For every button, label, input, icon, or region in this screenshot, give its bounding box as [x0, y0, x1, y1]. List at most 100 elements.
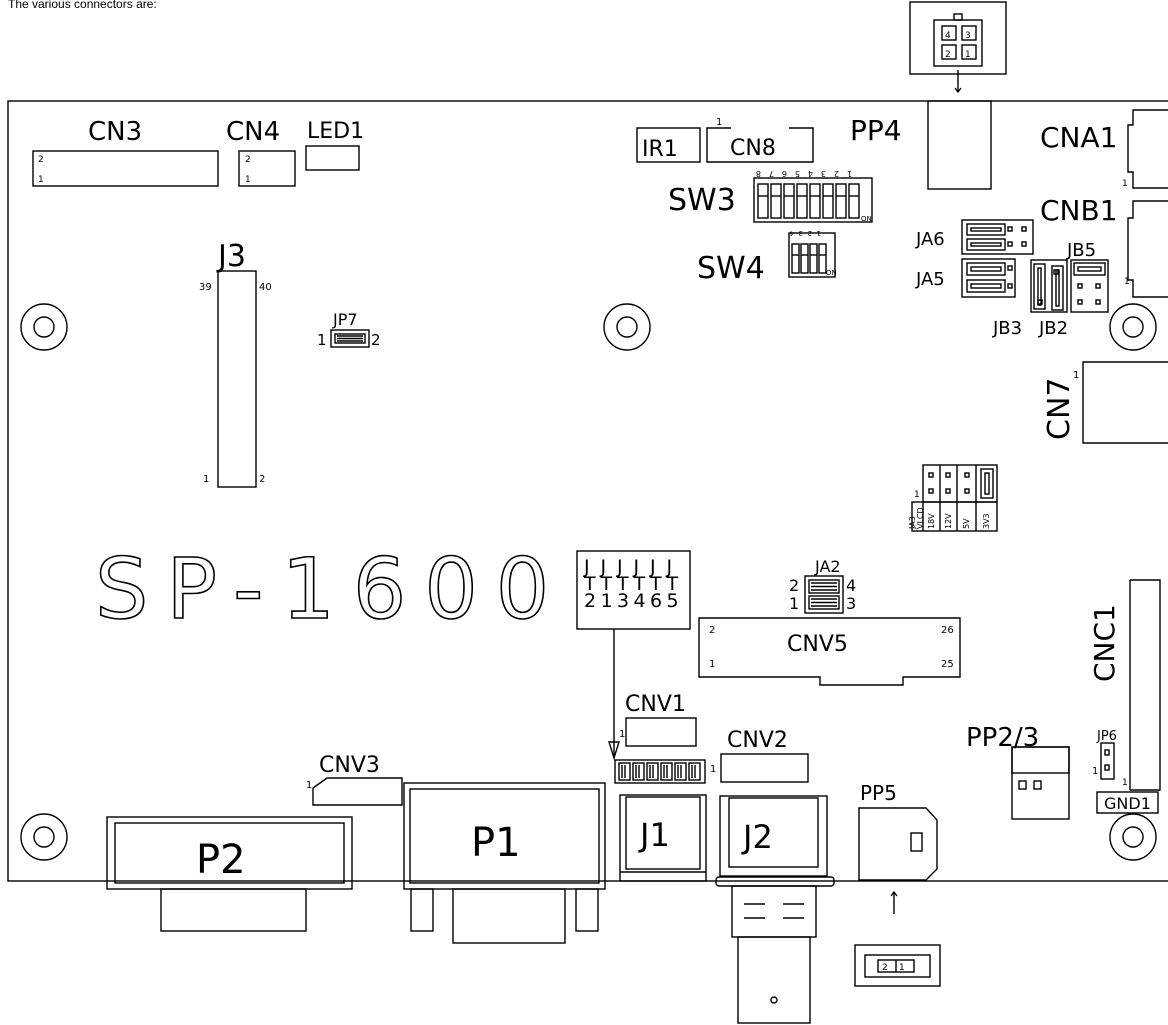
svg-text:4: 4 — [945, 31, 951, 41]
cnv3-connector: CNV3 1 — [306, 753, 403, 806]
cn8-connector: CN8 1 — [706, 117, 814, 163]
sw4-key-number: 4 — [789, 229, 794, 237]
sw4-key-number: 2 — [808, 229, 812, 237]
cnc1-label: CNC1 — [1088, 604, 1121, 682]
cnb1-connector: CNB1 1 — [1040, 194, 1168, 298]
p2-label: P2 — [196, 837, 246, 883]
pp4-connector: PP4 4 3 2 1 — [850, 1, 1007, 190]
jt-label-char: 6 — [650, 590, 662, 612]
jp7-label: JP7 — [332, 310, 358, 329]
svg-text:1: 1 — [1073, 370, 1079, 381]
sw3-key — [770, 183, 782, 219]
sw3-key-number: 1 — [847, 169, 852, 178]
j1-connector: J1 — [619, 794, 707, 882]
jb3-label: JB3 — [992, 318, 1022, 339]
mounting-holes — [20, 303, 1157, 861]
cn4-connector: CN4 2 1 — [226, 117, 296, 187]
cnb1-label: CNB1 — [1040, 194, 1118, 227]
j2-connector: J2 — [715, 795, 835, 1024]
jt-label-char: J — [616, 556, 623, 578]
cn7-connector: CN7 1 — [1042, 361, 1168, 444]
svg-text:1: 1 — [710, 764, 716, 775]
j3-header: J3 39 40 1 2 — [199, 239, 272, 488]
ir1-connector: IR1 — [636, 127, 701, 163]
jt-label-char: T — [583, 573, 596, 595]
jt-label-char: J — [666, 556, 673, 578]
gnd1-label-box: GND1 — [1096, 791, 1159, 814]
jp6-jumper: JP6 1 — [1092, 729, 1117, 780]
svg-text:1: 1 — [245, 175, 251, 185]
svg-text:1: 1 — [1092, 766, 1098, 777]
pp2-3-label: PP2/3 — [966, 723, 1039, 753]
sw3-label: SW3 — [668, 183, 736, 218]
svg-text:1: 1 — [965, 50, 971, 60]
jt-label-char: J — [649, 556, 656, 578]
svg-text:4: 4 — [846, 576, 856, 595]
jt-label-char: T — [666, 573, 679, 595]
sw3-key-number: 8 — [756, 169, 761, 178]
led1: LED1 — [305, 119, 364, 171]
ja3-voltage-label: 5V — [962, 518, 971, 529]
svg-text:1: 1 — [716, 117, 722, 128]
jb5-jb3-jb2-jumpers: JB5 JB3 JB2 — [992, 240, 1109, 339]
intro-text: The various connectors are: — [8, 0, 157, 11]
svg-text:2: 2 — [259, 474, 265, 485]
svg-text:1: 1 — [914, 490, 920, 500]
ja2-label: JA2 — [814, 557, 841, 576]
sw4-label: SW4 — [697, 251, 765, 286]
cnc1-connector: CNC1 1 — [1088, 579, 1161, 791]
svg-text:1: 1 — [1122, 778, 1128, 788]
p1-connector: P1 — [403, 782, 606, 944]
ir1-label: IR1 — [642, 137, 678, 162]
cn3-label: CN3 — [88, 117, 142, 147]
sw3-key-number: 3 — [821, 169, 826, 178]
svg-text:ON: ON — [826, 269, 837, 277]
svg-text:2: 2 — [371, 331, 381, 349]
gnd1-label: GND1 — [1104, 794, 1151, 813]
svg-text:1: 1 — [38, 175, 44, 185]
cna1-connector: CNA1 1 — [1040, 109, 1168, 189]
svg-text:1: 1 — [317, 331, 327, 349]
sw4-key-number: 3 — [799, 229, 803, 237]
ja3-voltage-label: 12V — [944, 513, 953, 529]
cnv2-label: CNV2 — [727, 728, 788, 753]
cnv5-label: CNV5 — [787, 632, 848, 657]
cnv1-connector: CNV1 1 — [614, 692, 706, 784]
ja2-jumper: JA2 2 4 1 3 — [789, 557, 856, 614]
ja5-label: JA5 — [915, 269, 945, 290]
pp5-connector: PP5 2 1 — [854, 781, 941, 987]
jt-label-char: J — [600, 556, 607, 578]
jt-label-char: T — [649, 573, 662, 595]
svg-text:2: 2 — [709, 625, 715, 636]
sw3-key-number: 7 — [769, 169, 774, 178]
j3-label: J3 — [216, 239, 246, 274]
pp4-label: PP4 — [850, 114, 902, 147]
cnv1-pin — [618, 762, 631, 781]
svg-text:2: 2 — [789, 576, 799, 595]
p1-label: P1 — [471, 820, 521, 866]
jb5-label: JB5 — [1066, 240, 1096, 261]
sw3-key-number: 5 — [795, 169, 800, 178]
sw3-key — [848, 183, 860, 219]
svg-text:1: 1 — [619, 729, 625, 740]
svg-text:1: 1 — [709, 659, 715, 670]
cnv2-connector: CNV2 1 — [710, 728, 809, 783]
jp6-label: JP6 — [1096, 729, 1117, 744]
cnv3-label: CNV3 — [319, 753, 380, 778]
sw3-key — [796, 183, 808, 219]
svg-text:25: 25 — [941, 659, 954, 670]
cnv1-label: CNV1 — [625, 692, 686, 717]
jt-label-char: 3 — [617, 590, 629, 612]
cnv1-pin — [646, 762, 659, 781]
ja5-jumper: JA5 — [915, 258, 1016, 298]
cnv1-pin — [688, 762, 701, 781]
sw3-key-number: 6 — [782, 169, 787, 178]
j1-label: J1 — [638, 816, 670, 854]
jt-label-char: T — [600, 573, 613, 595]
sw3-key — [822, 183, 834, 219]
j2-label: J2 — [741, 818, 773, 856]
svg-text:1: 1 — [1122, 179, 1128, 189]
